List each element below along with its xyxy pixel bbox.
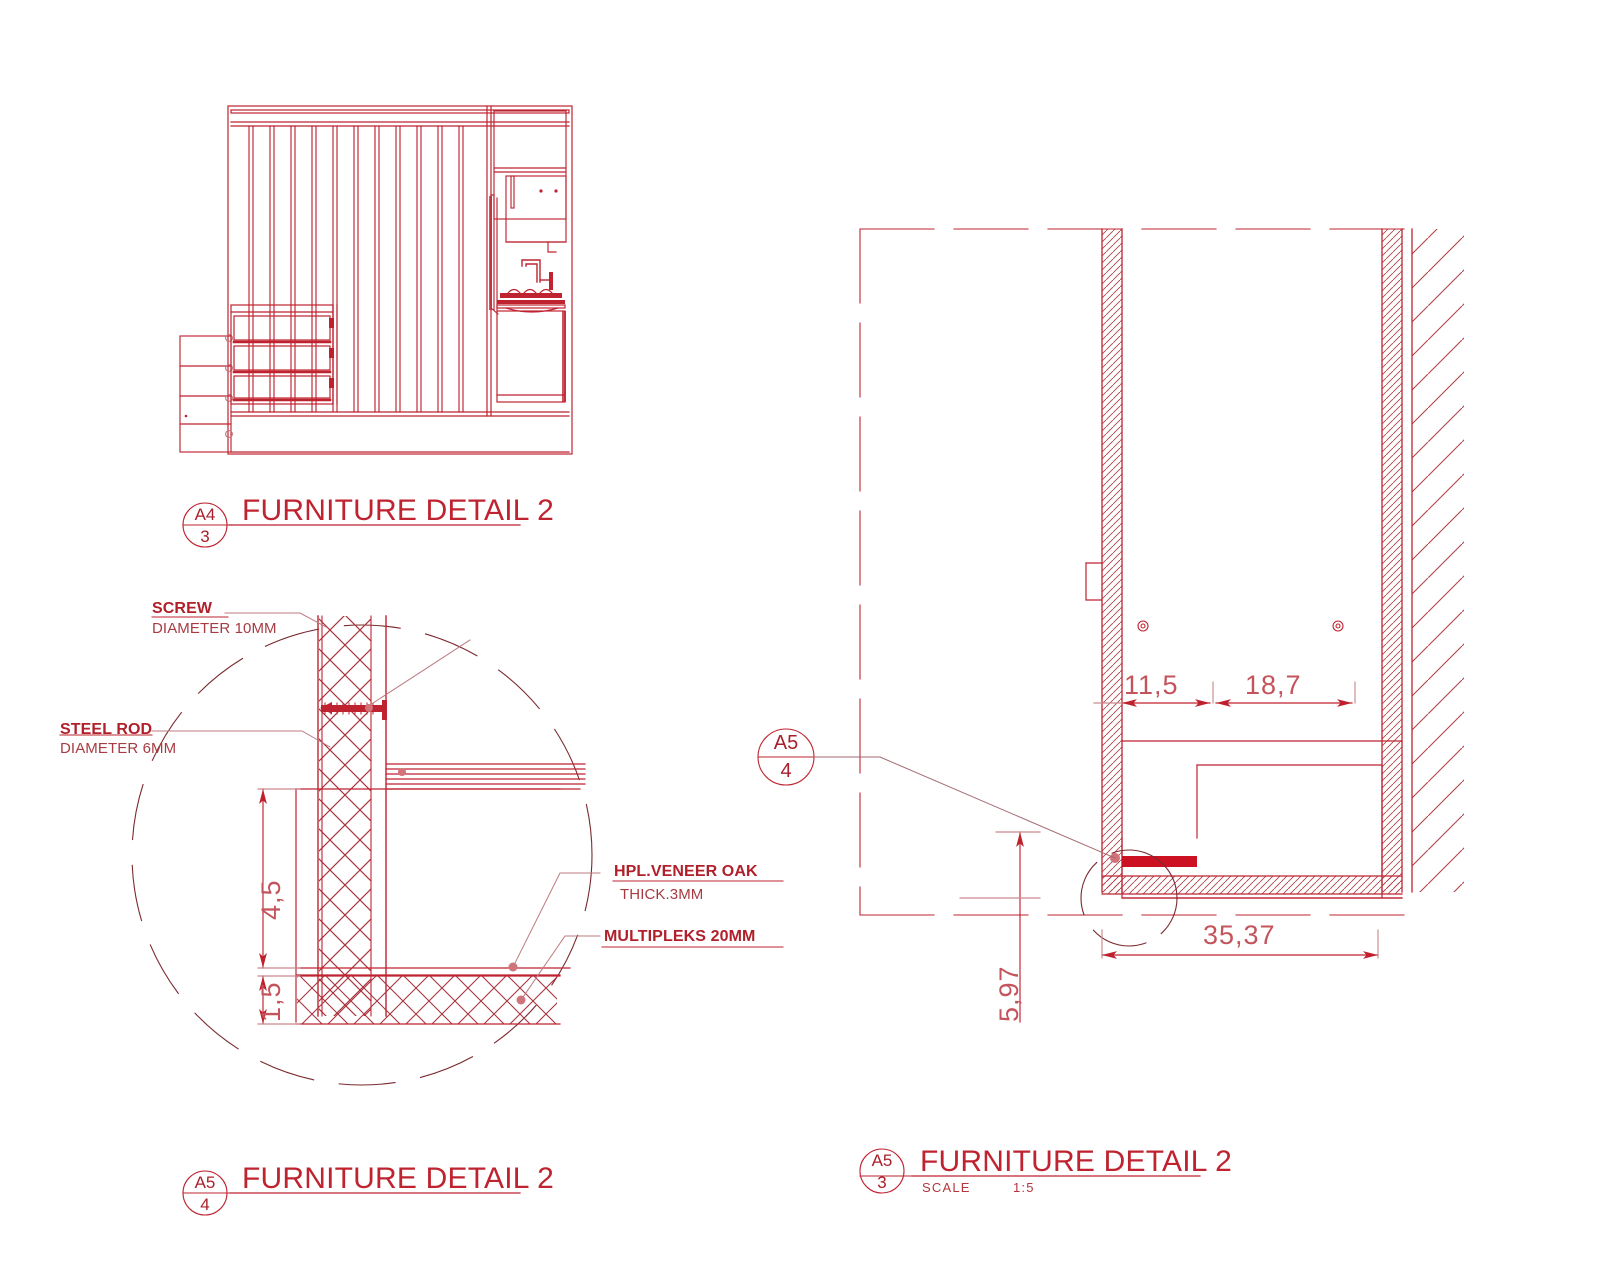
dim-4-5 — [257, 788, 301, 969]
section-detail-circle — [1080, 849, 1178, 947]
section-callout-bottom: 3 — [877, 1173, 887, 1192]
detail-callout-top: A5 — [194, 1173, 216, 1192]
dim-35-37-text: 35,37 — [1203, 920, 1276, 950]
section-title: FURNITURE DETAIL 2 — [920, 1145, 1232, 1178]
elevation-callout-bubble — [182, 502, 233, 548]
dim-1-5-text: 1,5 — [256, 981, 286, 1022]
section-back-panel — [1381, 228, 1403, 893]
detail-shelf-plate — [385, 763, 586, 790]
detail-body-box — [295, 788, 571, 1023]
detail-leader-lines — [151, 612, 601, 1001]
steel-rod-label: STEEL ROD — [60, 721, 153, 738]
section-detail-marker-bottom: 4 — [780, 760, 792, 782]
section-bottom-box — [1121, 740, 1403, 899]
elevation-callout-top: A4 — [194, 505, 216, 524]
section-bottom-panel — [1101, 875, 1403, 895]
multipleks-label: MULTIPLEKS 20MM — [604, 928, 756, 945]
section-callout-top: A5 — [871, 1151, 893, 1170]
section-wall — [1411, 228, 1600, 893]
detail-marker-leader — [813, 756, 1116, 859]
detail-title: FURNITURE DETAIL 2 — [242, 1162, 554, 1195]
section-view — [757, 228, 1600, 1023]
detail-callout-bubble — [182, 1170, 233, 1216]
dim-1-5 — [257, 975, 301, 1025]
detail-vertical-panel — [317, 615, 387, 1017]
dim-11-5-text: 11,5 — [1124, 670, 1179, 700]
dim-row-top — [1093, 681, 1356, 707]
screw-label: SCREW — [152, 600, 213, 617]
section-scale-label: SCALE — [922, 1180, 971, 1195]
hpl-veneer-label: HPL.VENEER OAK — [614, 863, 758, 880]
multipleks-band — [295, 975, 561, 1025]
elevation-view — [179, 105, 573, 455]
screw-sublabel: DIAMETER 10MM — [152, 620, 277, 637]
screw-graphic — [320, 700, 387, 720]
section-scale-value: 1:5 — [1013, 1180, 1035, 1195]
dim-35-37 — [1101, 929, 1379, 959]
section-side-panel — [1101, 228, 1123, 893]
elevation-callout-bottom: 3 — [200, 527, 210, 546]
detail-callout-bottom: 4 — [200, 1195, 210, 1214]
hpl-veneer-sublabel: THICK.3MM — [620, 886, 704, 903]
dim-4-5-text: 4,5 — [256, 879, 286, 920]
steel-rod-sublabel: DIAMETER 6MM — [60, 740, 177, 757]
elevation-title: FURNITURE DETAIL 2 — [242, 494, 554, 527]
detail-circle-view — [59, 612, 784, 1086]
section-callout-bubble — [859, 1148, 913, 1194]
section-detail-marker-top: A5 — [773, 732, 799, 754]
shelf-pin-markers — [1137, 620, 1344, 632]
dim-18-7-text: 18,7 — [1245, 670, 1302, 700]
dim-5-97 — [959, 831, 1041, 1023]
dim-5-97-text: 5,97 — [994, 965, 1024, 1022]
